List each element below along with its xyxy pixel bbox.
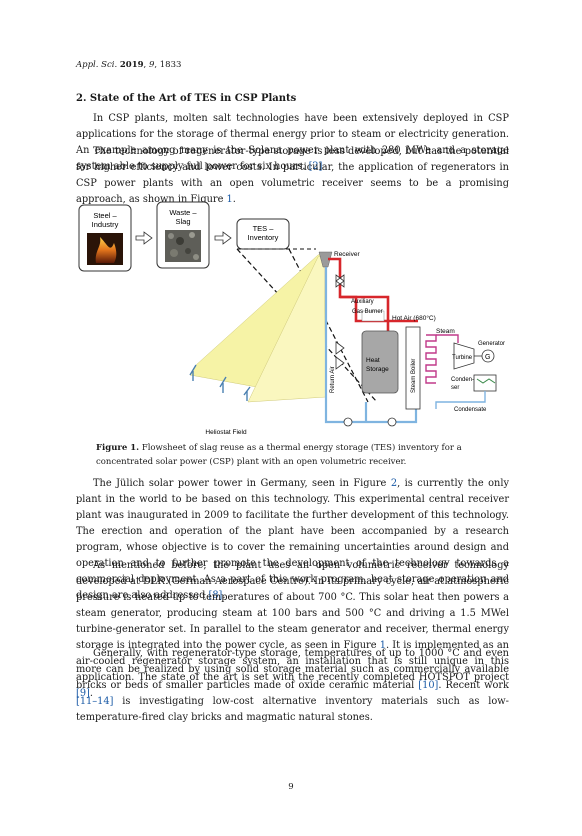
heat-storage-label-1: Heat xyxy=(366,357,380,364)
paragraph-4-text-a: As mentioned before, the plant uses an o… xyxy=(76,560,509,651)
paragraph-4-text-b: . It is implemented as an air-cooled reg… xyxy=(76,640,509,683)
citation-link[interactable]: [11–14] xyxy=(76,696,114,707)
citation-link[interactable]: [8] xyxy=(208,590,223,601)
heat-storage-tank: Heat Storage xyxy=(361,330,399,394)
caption-text: Flowsheet of slag reuse as a thermal ene… xyxy=(96,443,462,467)
receiver-icon xyxy=(318,251,333,268)
box3-line2: Inventory xyxy=(248,233,279,242)
section-heading: 2. State of the Art of TES in CSP Plants xyxy=(76,93,297,104)
aux-label-2: Gas Burner xyxy=(352,309,383,315)
condenser-label-2: ser xyxy=(451,385,459,391)
box2-line1: Waste – xyxy=(169,208,197,217)
turbine-label: Turbine xyxy=(452,355,473,361)
figure-link[interactable]: 1 xyxy=(226,194,233,205)
condenser-label-1: Conden- xyxy=(451,377,474,383)
heat-storage-label-2: Storage xyxy=(366,366,389,373)
paragraph-5-text-a: Generally, with regenerator-type storage… xyxy=(76,648,509,691)
steam-boiler-label: Steam Boiler xyxy=(411,359,417,393)
paragraph-3-text-a: The Jülich solar power tower in Germany,… xyxy=(93,478,387,489)
box1-line1: Steel – xyxy=(93,211,117,220)
figure-1: Steel – Industry Waste – Slag TES – Inve… xyxy=(76,197,509,442)
figure-link[interactable]: 1 xyxy=(379,640,386,651)
journal-volume: 9 xyxy=(148,60,155,70)
figure-caption: Figure 1. Flowsheet of slag reuse as a t… xyxy=(96,441,509,469)
paragraph-2: The technology of regenerator-type stora… xyxy=(76,146,509,205)
figure-link[interactable]: 2 xyxy=(390,478,398,489)
caption-label: Figure 1. xyxy=(96,443,140,453)
citation-link[interactable]: [10] xyxy=(418,680,439,691)
condenser: Conden- ser xyxy=(435,374,497,409)
flowsheet-diagram: Steel – Industry Waste – Slag TES – Inve… xyxy=(78,201,505,436)
generator-symbol: G xyxy=(485,354,490,361)
citation-link[interactable]: [9] xyxy=(76,688,90,699)
hot-air-label: Hot Air (680°C) xyxy=(392,314,436,322)
valve-icons xyxy=(335,274,397,427)
paragraph-5-text-b: . Recent work xyxy=(438,680,509,691)
box1-line2: Industry xyxy=(92,220,119,229)
condensate-label: Condensate xyxy=(454,407,487,413)
return-air-pipes xyxy=(324,267,418,424)
paragraph-2-text: The technology of regenerator-type stora… xyxy=(76,146,509,205)
paragraph-4: As mentioned before, the plant uses an o… xyxy=(76,560,509,699)
aux-label-1: Auxiliary xyxy=(351,299,374,305)
paragraph-5: Generally, with regenerator-type storage… xyxy=(76,646,509,726)
journal-name: Appl. Sci. xyxy=(76,60,118,70)
tes-inventory-box: TES – Inventory xyxy=(236,218,290,250)
paragraph-3-text-b: , is currently the only plant in the wor… xyxy=(76,478,509,601)
steam-boiler: Steam Boiler xyxy=(405,326,437,410)
arrow-right-icon xyxy=(214,231,232,245)
paragraph-1: In CSP plants, molten salt technologies … xyxy=(76,111,509,175)
receiver-label: Receiver xyxy=(334,251,360,258)
paragraph-3: The Jülich solar power tower in Germany,… xyxy=(76,478,509,601)
heliostat-mirrors xyxy=(189,364,251,401)
arrow-right-icon xyxy=(135,231,153,245)
turbine-generator: Turbine G Generator xyxy=(452,341,505,370)
heliostat-label: Heliostat Field xyxy=(205,429,247,436)
steel-industry-box: Steel – Industry xyxy=(78,204,132,272)
page-number: 9 xyxy=(288,782,294,792)
steam-label: Steam xyxy=(436,328,455,335)
return-air-label: Return Air xyxy=(330,366,336,393)
article-number: 1833 xyxy=(159,60,182,70)
generator-label: Generator xyxy=(478,341,505,347)
citation-link[interactable]: [2] xyxy=(308,161,323,172)
journal-year: 2019 xyxy=(119,60,144,70)
paragraph-1-text: In CSP plants, molten salt technologies … xyxy=(76,113,509,172)
waste-slag-box: Waste – Slag xyxy=(156,201,210,269)
solar-beams xyxy=(189,252,327,403)
box3-line1: TES – xyxy=(253,224,275,233)
running-header: Appl. Sci. 2019, 9, 1833 xyxy=(76,60,182,70)
paragraph-5-text-c: is investigating low-cost alternative in… xyxy=(76,696,509,723)
box2-line2: Slag xyxy=(175,217,190,226)
